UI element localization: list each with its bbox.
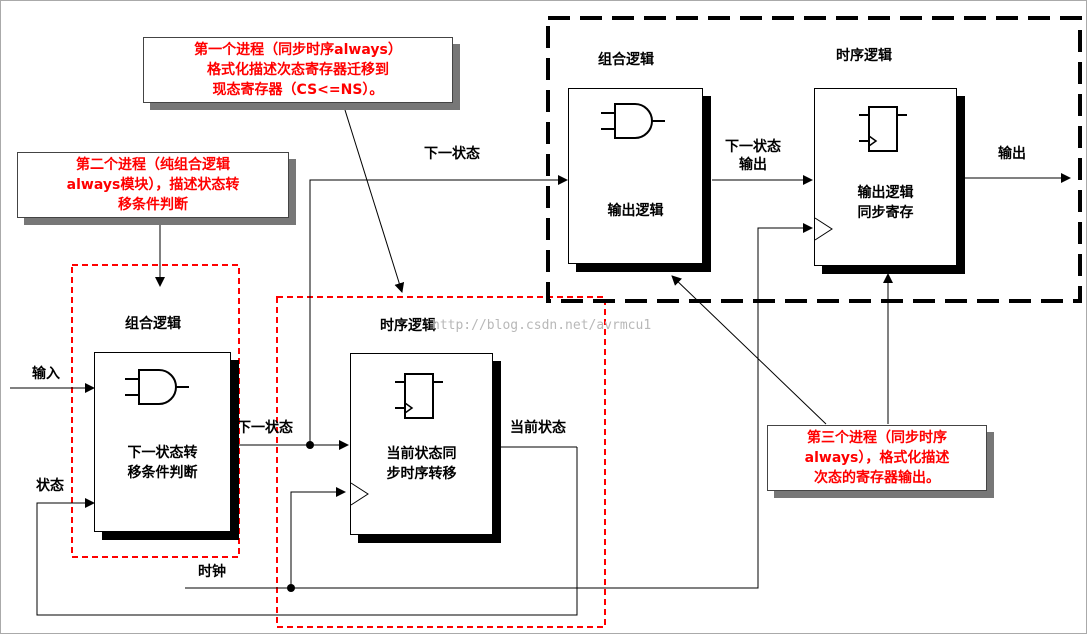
note-process2: 第二个进程（纯组合逻辑 always模块），描述状态转 移条件判断: [17, 152, 289, 218]
next-state-mid-label: 下一状态: [237, 420, 293, 436]
output-register-line2: 同步寄存: [857, 205, 914, 221]
next-state-logic-line2: 移条件判断: [127, 465, 198, 481]
state-register-line1: 当前状态同: [386, 446, 457, 462]
next-state-logic-block: 下一状态转 移条件判断: [94, 352, 231, 532]
clock-wire: [185, 223, 813, 589]
and-gate-icon: [601, 103, 665, 139]
clock-input-triangle: [350, 482, 369, 506]
flip-flop-icon: [859, 106, 907, 152]
next-state-logic-line1: 下一状态转: [127, 445, 198, 461]
combo-region-label: 组合逻辑: [125, 316, 181, 332]
next-state-output-label: 下一状态 输出: [725, 138, 781, 174]
clock-input-triangle: [814, 217, 833, 241]
note-process2-line3: 移条件判断: [118, 197, 188, 213]
note-process2-line2: always模块），描述状态转: [66, 177, 240, 193]
output-logic-line1: 输出逻辑: [607, 203, 664, 219]
state-register-block: 当前状态同 步时序转移: [350, 353, 493, 535]
output-register-block: 输出逻辑 同步寄存: [814, 88, 957, 266]
watermark: http://blog.csdn.net/avrmcu1: [432, 318, 652, 333]
combo-region-dashed: [71, 264, 240, 558]
note-process3-line3: 次态的寄存器输出。: [814, 470, 940, 486]
state-label: 状态: [36, 478, 64, 494]
next-state-output-line1: 下一状态: [725, 139, 781, 155]
clock-to-state-reg-wire: [290, 487, 346, 588]
note-process2-line1: 第二个进程（纯组合逻辑: [76, 157, 230, 173]
note-process1-line1: 第一个进程（同步时序always）: [194, 42, 402, 58]
next-state-top-label: 下一状态: [424, 146, 480, 162]
seq-region-dashed: [276, 296, 606, 628]
output-logic-block: 输出逻辑: [568, 88, 703, 264]
note-process1-line3: 现态寄存器（CS<=NS）。: [212, 82, 384, 98]
flip-flop-icon: [395, 373, 443, 419]
note1-pointer: [344, 109, 405, 293]
note-process1: 第一个进程（同步时序always） 格式化描述次态寄存器迁移到 现态寄存器（CS…: [143, 37, 453, 103]
state-register-line2: 步时序转移: [386, 466, 457, 482]
note3-pointer-a: [671, 275, 827, 425]
output-label: 输出: [998, 146, 1026, 162]
output-region-dashed: [546, 16, 1082, 303]
seq-region-label: 时序逻辑: [380, 318, 436, 334]
state-feedback-wire: [36, 447, 578, 616]
input-label: 输入: [32, 366, 60, 382]
next-state-output-line2: 输出: [739, 157, 767, 173]
and-gate-icon: [125, 369, 189, 405]
clock-label: 时钟: [198, 564, 226, 580]
note-process1-line2: 格式化描述次态寄存器迁移到: [207, 62, 389, 78]
note-process3: 第三个进程（同步时序 always），格式化描述 次态的寄存器输出。: [767, 425, 987, 491]
out-seq-region-label: 时序逻辑: [836, 48, 892, 64]
current-state-label: 当前状态: [510, 420, 566, 436]
out-combo-region-label: 组合逻辑: [598, 52, 654, 68]
note-process3-line2: always），格式化描述: [804, 450, 950, 466]
output-register-line1: 输出逻辑: [857, 185, 914, 201]
next-state-top-wire: [309, 175, 568, 445]
note-process3-line1: 第三个进程（同步时序: [807, 430, 947, 446]
